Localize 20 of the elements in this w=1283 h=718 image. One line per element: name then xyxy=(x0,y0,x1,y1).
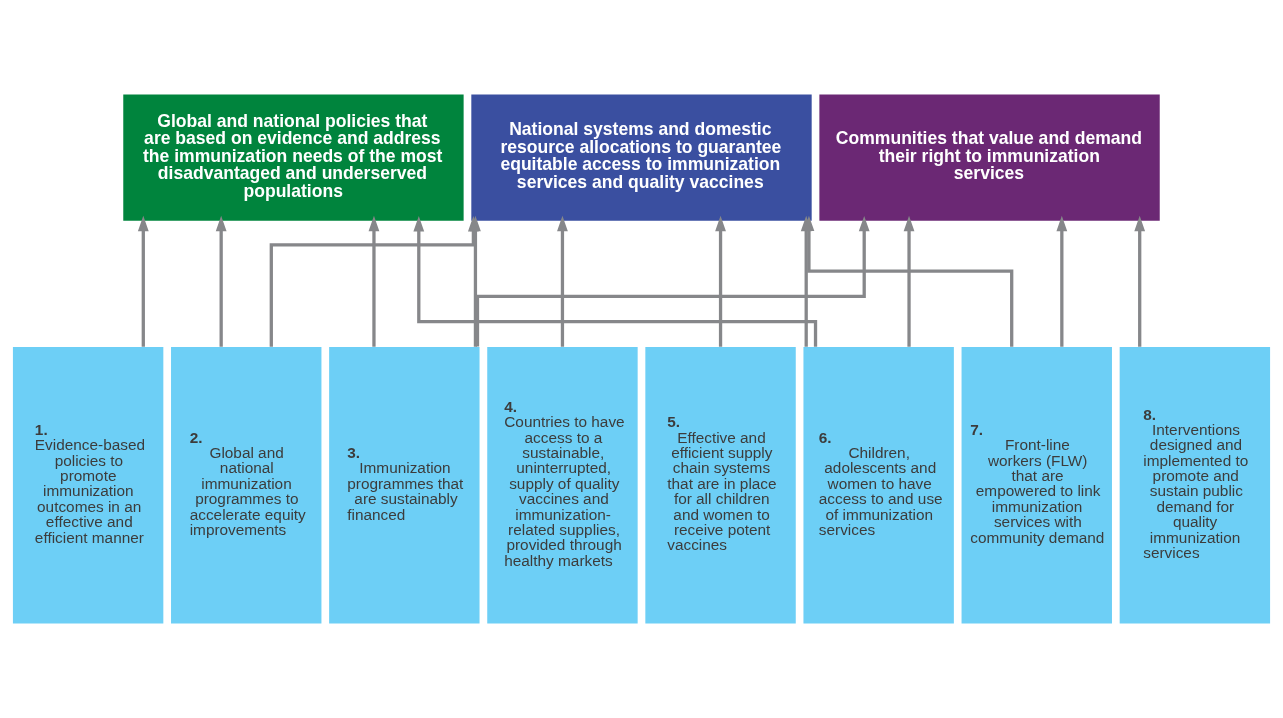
arrow xyxy=(1056,215,1068,347)
arrow xyxy=(803,215,1014,347)
node-box: 6. Children, adolescents and women to have access to and use of immunization services xyxy=(803,346,954,624)
node-box: 8. Interventions designed and implemented to promote and sustain public demand for quality immunization services xyxy=(1119,346,1271,624)
node-box: 1. Evidence-based policies to promote immunization outcomes in an effective and efficient manner xyxy=(12,346,164,624)
node-box: 2. Global and national immunization programmes to accelerate equity improvements xyxy=(171,346,322,624)
arrow xyxy=(1134,215,1146,347)
arrow xyxy=(903,215,915,347)
node-box: 4. Countries to have access to a sustainable, uninterrupted, supply of quality vaccines and immunization-related supplies, provided through healthy markets xyxy=(487,346,638,624)
node-box: 3. Immunization programmes that are sustainably financed xyxy=(329,346,480,624)
node-box: 7. Front-line workers (FLW) that are empowered to link immunization services with community demand xyxy=(961,346,1112,624)
arrow xyxy=(368,215,380,347)
node-box: Global and national policies that are based on evidence and address the immunization needs of the most disadvantaged and underserved populations xyxy=(123,94,464,221)
node-box: Communities that value and demand their right to immunization services xyxy=(819,94,1160,221)
arrow xyxy=(137,215,149,347)
arrow xyxy=(215,215,227,347)
node-box: National systems and domestic resource allocations to guarantee equitable access to immunization services and quality vaccines xyxy=(471,94,812,221)
arrow xyxy=(557,215,568,347)
node-box: 5. Effective and efficient supply chain systems that are in place for all children and women to receive potent vaccines xyxy=(645,346,796,624)
arrow xyxy=(715,215,726,347)
